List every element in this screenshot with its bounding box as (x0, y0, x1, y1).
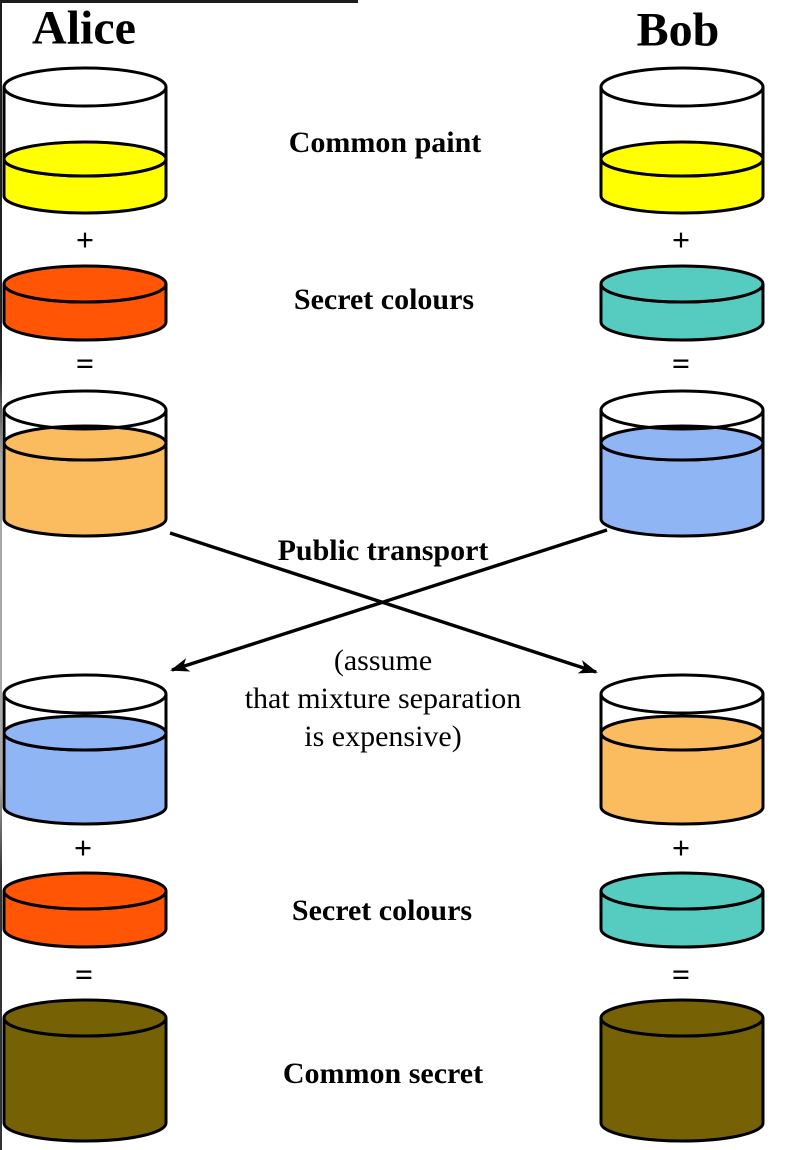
cup-walls (2, 87, 168, 196)
cup-rim (599, 673, 765, 715)
public-transport-label: Public transport (277, 534, 489, 567)
disk-top (2, 871, 168, 911)
mixture-cup-alice (2, 389, 168, 538)
assumption-note-line2: that mixture separation (244, 682, 522, 715)
common-secret-label: Common secret (282, 1057, 484, 1090)
cup-walls (2, 694, 168, 807)
scan-artifact-left-line (0, 0, 2, 1150)
secret-colour-disk-bob-top (599, 264, 765, 342)
secret-colour-disk-bob-bottom (599, 871, 765, 949)
disk-top (599, 871, 765, 911)
mixture-cup-bob (599, 389, 765, 538)
secret-colours-label-bottom: Secret colours (291, 894, 473, 927)
common-paint-cup-bob (599, 66, 765, 215)
disk-top (2, 264, 168, 304)
assumption-note-line3: is expensive) (304, 720, 462, 753)
paint-surface (2, 714, 168, 752)
secret-colours-label-top: Secret colours (293, 283, 475, 316)
person-title-alice: Alice (32, 1, 136, 55)
assumption-note: (assume that mixture separation is expen… (245, 642, 522, 756)
plus-sign-alice-bottom: + (73, 829, 93, 866)
equals-sign-alice-top: = (75, 345, 95, 382)
equals-sign-bob-bottom: = (671, 956, 691, 993)
received-cup-alice (2, 673, 168, 826)
common-secret-cylinder-bob (599, 998, 765, 1143)
equals-sign-alice-bottom: = (74, 956, 94, 993)
received-cup-bob (599, 673, 765, 826)
disk-top (599, 264, 765, 304)
person-title-bob: Bob (636, 3, 720, 57)
paint-surface (599, 714, 765, 752)
cup-rim (2, 673, 168, 715)
cup-walls (599, 694, 765, 807)
equals-sign-bob-top: = (671, 345, 691, 382)
cup-walls (599, 87, 765, 196)
cup-walls (2, 410, 168, 519)
cup-walls (599, 410, 765, 519)
common-paint-cup-alice (2, 66, 168, 215)
assumption-note-line1: (assume (333, 644, 433, 677)
plus-sign-alice-top: + (75, 221, 95, 258)
cylinder-top (2, 998, 168, 1038)
scan-artifact-top-line (0, 0, 358, 3)
plus-sign-bob-bottom: + (671, 829, 691, 866)
common-paint-label: Common paint (288, 126, 482, 159)
secret-colour-disk-alice-bottom (2, 871, 168, 949)
cylinder-top (599, 998, 765, 1038)
secret-colour-disk-alice-top (2, 264, 168, 342)
plus-sign-bob-top: + (671, 221, 691, 258)
arrow-bob-to-alice (170, 528, 608, 672)
common-secret-cylinder-alice (2, 998, 168, 1143)
